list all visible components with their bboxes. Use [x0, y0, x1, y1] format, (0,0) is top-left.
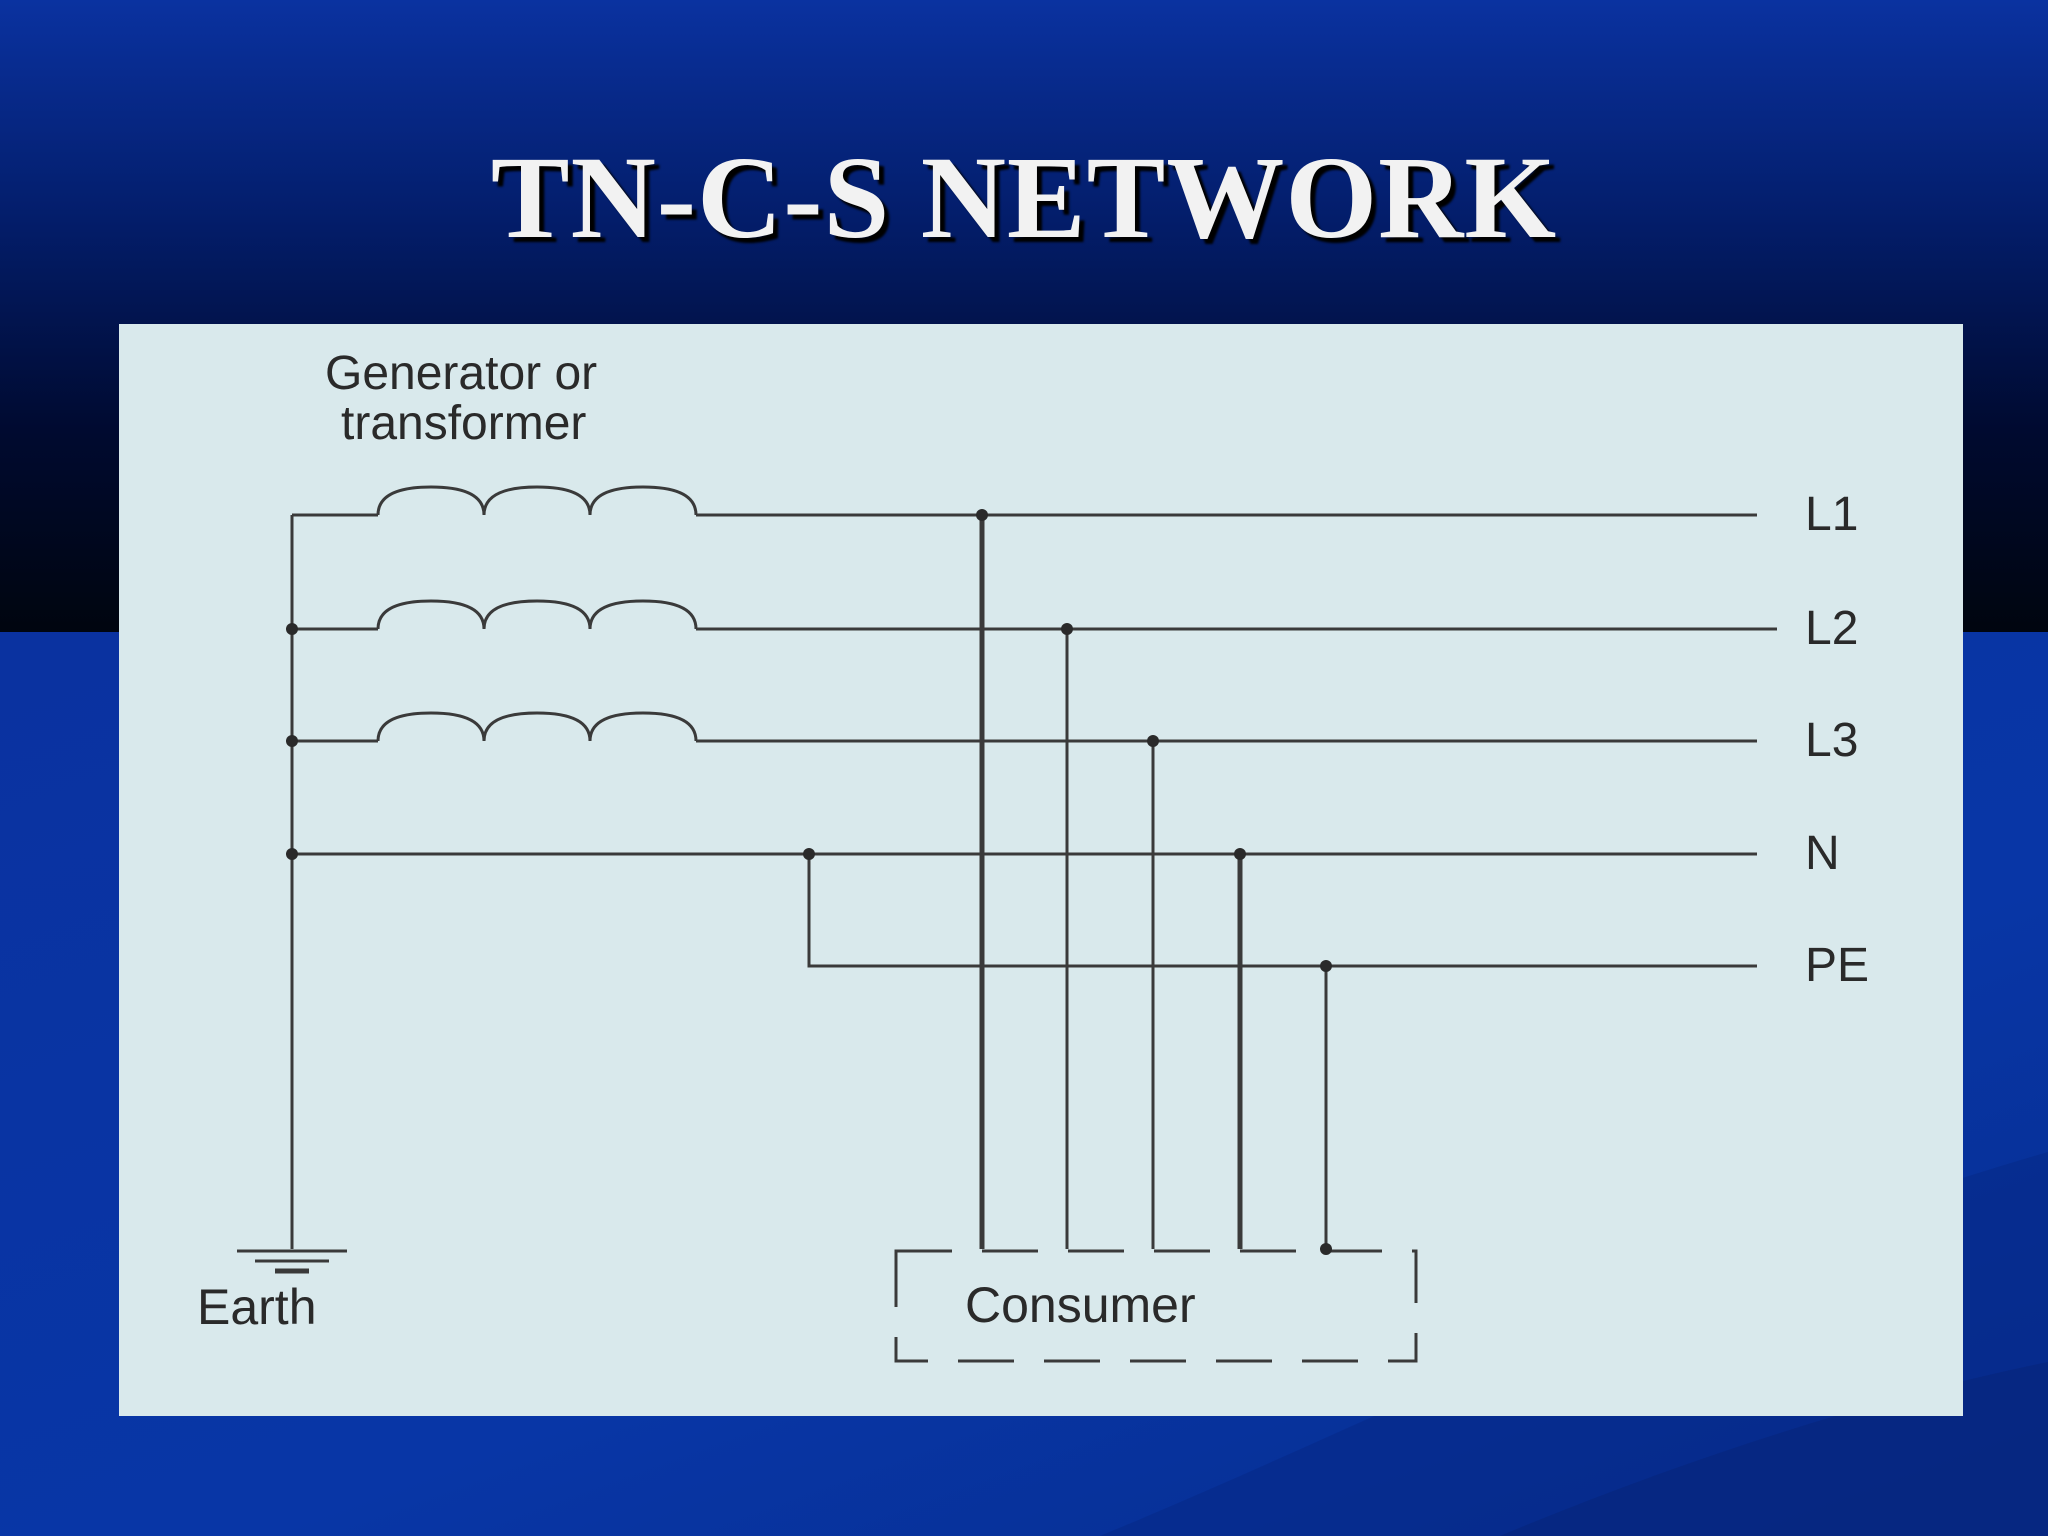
- junction-dot: [1320, 960, 1332, 972]
- junction-dot: [803, 848, 815, 860]
- junction-dot: [1320, 1243, 1332, 1255]
- pe-line: [807, 854, 1757, 968]
- slide-title: TN-C-S NETWORK: [490, 132, 1558, 263]
- junction-dot: [286, 735, 298, 747]
- l2-coil-icon: [376, 599, 698, 630]
- junction-dot: [1061, 623, 1073, 635]
- l3-coil-icon: [376, 711, 698, 742]
- label-n: N: [1805, 827, 1840, 880]
- consumer-box: [894, 1249, 1418, 1363]
- consumer-label: Consumer: [965, 1277, 1196, 1333]
- tn-c-s-diagram: Generator or transformer L1 L2 L3 N PE E…: [197, 347, 1869, 1363]
- junction-dot: [1147, 735, 1159, 747]
- junction-dot: [286, 623, 298, 635]
- junction-dot: [1234, 848, 1246, 860]
- label-pe: PE: [1805, 939, 1869, 992]
- label-l1: L1: [1805, 488, 1858, 541]
- diagram-panel: Generator or transformer L1 L2 L3 N PE E…: [119, 324, 1963, 1416]
- label-l2: L2: [1805, 602, 1858, 655]
- source-label-line1: Generator or: [325, 347, 597, 400]
- junction-dots: [286, 509, 1332, 1255]
- junction-dot: [976, 509, 988, 521]
- junction-dot: [286, 848, 298, 860]
- source-label-line2: transformer: [341, 397, 586, 450]
- label-l3: L3: [1805, 714, 1858, 767]
- earth-label: Earth: [197, 1279, 317, 1335]
- l1-coil-icon: [376, 485, 698, 516]
